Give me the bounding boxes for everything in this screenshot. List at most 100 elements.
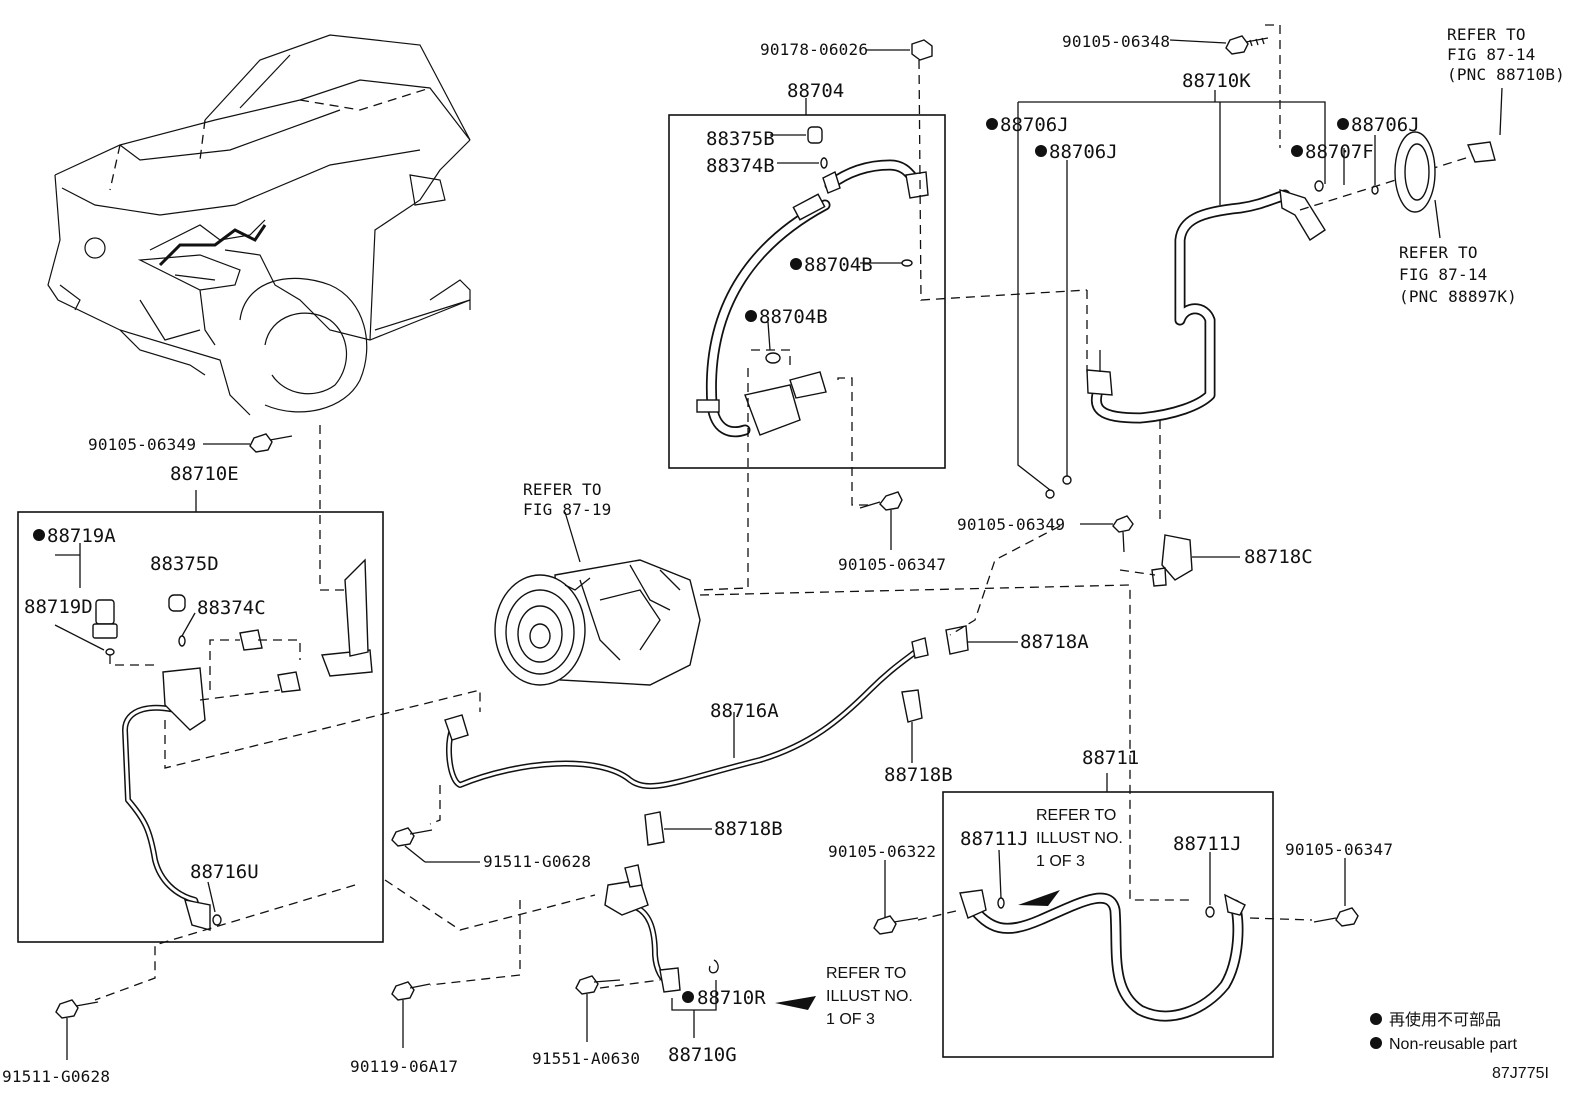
nonreusable-dot [790, 258, 802, 270]
label-88375D: 88375D [150, 553, 219, 575]
label-88710K: 88710K [1182, 70, 1251, 92]
valve-core-88374B [820, 157, 828, 169]
legend-chinese: 再使用不可部品 [1389, 1011, 1501, 1029]
label-91511-G0628-a: 91511-G0628 [483, 852, 591, 871]
bolt-90119-06A17 [391, 981, 431, 1001]
label-refer-illust-b-line2: ILLUST NO. [826, 988, 913, 1005]
label-refer-87-14-b-line1: REFER TO [1399, 243, 1478, 262]
label-refer-87-14-b-line2: FIG 87-14 [1399, 265, 1488, 284]
pipe-88716A [444, 637, 929, 790]
label-88706J-c: 88706J [1351, 114, 1420, 136]
label-88704B-b: 88704B [759, 306, 828, 328]
label-90105-06347-b: 90105-06347 [1285, 840, 1393, 859]
nonreusable-dot [1337, 118, 1349, 130]
pressure-switch-88719D [92, 599, 118, 639]
label-88716A: 88716A [710, 700, 779, 722]
label-88718A: 88718A [1020, 631, 1089, 653]
label-88710R: 88710R [697, 987, 766, 1009]
bolt-90105-06322 [873, 915, 919, 935]
figure-code: 87J775I [1492, 1065, 1549, 1082]
label-88704: 88704 [787, 80, 844, 102]
label-refer-illust-b-line3: 1 OF 3 [826, 1011, 875, 1028]
bolt-91511-G0628-bottom [55, 999, 99, 1019]
label-refer-illust-a-line3: 1 OF 3 [1036, 853, 1085, 870]
hose-88710K [1086, 189, 1326, 424]
bolt-90105-06347-right [1313, 907, 1359, 927]
label-90105-06348: 90105-06348 [1062, 32, 1170, 51]
label-refer-illust-a-line2: ILLUST NO. [1036, 830, 1123, 847]
label-90105-06322: 90105-06322 [828, 842, 936, 861]
label-90178-06026: 90178-06026 [760, 40, 868, 59]
label-88706J-b: 88706J [1049, 141, 1118, 163]
bolt-91551-A0630 [575, 975, 621, 995]
nonreusable-dot [682, 991, 694, 1003]
legend-english: Non-reusable part [1389, 1036, 1518, 1053]
label-88710G: 88710G [668, 1044, 737, 1066]
arrow-refer-illust-a [1018, 890, 1060, 906]
label-90105-06349-b: 90105-06349 [957, 515, 1065, 534]
clamp-88718C [1161, 534, 1193, 581]
clamp-88718B-upper [901, 689, 923, 723]
legend-dot-cn [1370, 1013, 1382, 1025]
bolt-90105-06347-upper [859, 491, 903, 511]
cap-88375D [168, 594, 186, 612]
bolt-90105-06349-mid [1112, 515, 1134, 553]
label-refer-87-14-a-line2: FIG 87-14 [1447, 45, 1536, 64]
nonreusable-dot [33, 529, 45, 541]
label-refer-87-19-line2: FIG 87-19 [523, 500, 612, 519]
bolt-91511-G0628-mid [391, 827, 433, 847]
vehicle-illustration [47, 34, 471, 416]
nonreusable-dot [745, 310, 757, 322]
label-88374C: 88374C [197, 597, 266, 619]
legend: 再使用不可部品 Non-reusable part 87J775I [1370, 1011, 1549, 1082]
label-refer-illust-a-line1: REFER TO [1036, 807, 1116, 824]
o-ring-88704B-lower [765, 352, 781, 364]
bolt-90105-06348 [1225, 35, 1269, 55]
label-88718B-b: 88718B [714, 818, 783, 840]
label-88719A: 88719A [47, 525, 116, 547]
compressor [494, 559, 701, 686]
label-refer-87-14-b-line3: (PNC 88897K) [1399, 287, 1517, 306]
label-88707F: 88707F [1305, 141, 1374, 163]
grommet-seal [1394, 131, 1496, 213]
clamp-88718A [945, 625, 969, 655]
pipe-88710G [604, 864, 681, 993]
label-88711J-b: 88711J [1173, 833, 1242, 855]
label-refer-87-14-a-line1: REFER TO [1447, 25, 1526, 44]
box-88710E [17, 511, 384, 943]
label-88374B: 88374B [706, 155, 775, 177]
bolt-90105-06349-upper [249, 433, 293, 453]
box-88704 [668, 114, 946, 469]
hose-88704 [696, 159, 929, 438]
label-88719D: 88719D [24, 596, 93, 618]
label-88716U: 88716U [190, 861, 259, 883]
label-90105-06349-a: 90105-06349 [88, 435, 196, 454]
label-90105-06347-a: 90105-06347 [838, 555, 946, 574]
hose-88711 [959, 889, 1246, 1022]
label-refer-87-19-line1: REFER TO [523, 480, 602, 499]
label-refer-87-14-a-line3: (PNC 88710B) [1447, 65, 1565, 84]
nonreusable-dot [1291, 145, 1303, 157]
label-88718B-a: 88718B [884, 764, 953, 786]
arrow-refer-illust-b [775, 996, 816, 1010]
box-88711 [942, 791, 1274, 1058]
label-88718C: 88718C [1244, 546, 1313, 568]
label-88375B: 88375B [706, 128, 775, 150]
nonreusable-dot [1035, 145, 1047, 157]
clamp-88718B-lower [644, 811, 665, 846]
legend-dot-en [1370, 1037, 1382, 1049]
label-88711: 88711 [1082, 747, 1139, 769]
valve-core-88374C [178, 635, 186, 647]
o-ring-88704B-upper [901, 259, 913, 267]
nut-90178-06026 [911, 39, 933, 61]
label-91551-A0630: 91551-A0630 [532, 1049, 640, 1068]
part-labels: 90178-06026 90105-06348 88704 88710K REF… [2, 25, 1565, 1086]
label-90119-06A17: 90119-06A17 [350, 1057, 458, 1076]
label-88711J-a: 88711J [960, 828, 1029, 850]
cap-88375B [807, 126, 823, 144]
label-88710E: 88710E [170, 463, 239, 485]
label-88704B-a: 88704B [804, 254, 873, 276]
label-88706J-a: 88706J [1000, 114, 1069, 136]
label-refer-illust-b-line1: REFER TO [826, 965, 906, 982]
